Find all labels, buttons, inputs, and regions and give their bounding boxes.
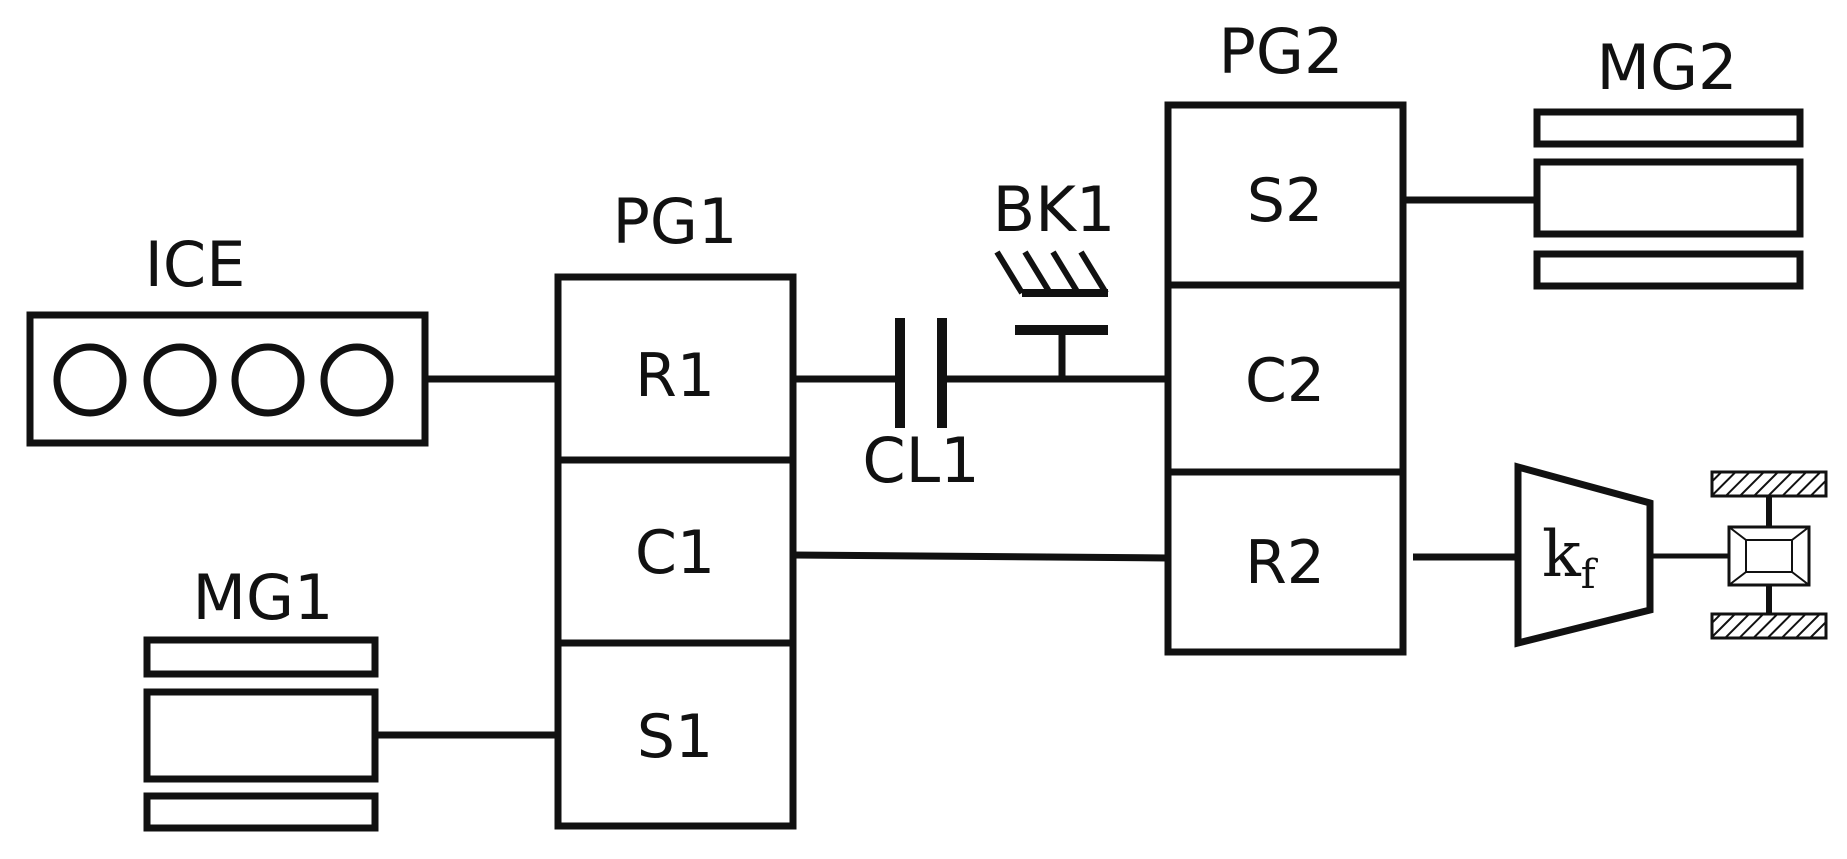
cl1-label: CL1: [862, 424, 979, 497]
s2-label: S2: [1247, 166, 1323, 236]
pg1-label: PG1: [613, 185, 738, 258]
r2-label: R2: [1245, 528, 1325, 598]
c1-label: C1: [635, 518, 715, 588]
wheel-axle-icon: [1710, 470, 1828, 640]
pg2-r2-box: [1164, 468, 1407, 656]
ice-label: ICE: [145, 228, 246, 301]
s1-label: S1: [637, 702, 713, 772]
kf-label: kf: [1542, 518, 1599, 598]
c1-r2-shaft: [792, 551, 1169, 562]
mg1-motor: [143, 636, 379, 832]
ice-engine: [26, 311, 429, 447]
r1-label: R1: [635, 341, 715, 411]
mg2-motor: [1533, 108, 1804, 290]
final-drive-kf: [1514, 462, 1654, 648]
mg2-label: MG2: [1597, 31, 1738, 104]
mg1-label: MG1: [193, 561, 334, 634]
bk1-label: BK1: [993, 173, 1116, 246]
cl1-clutch: [895, 318, 947, 428]
pg2-gearset: [1164, 101, 1407, 656]
pg2-label: PG2: [1219, 15, 1344, 88]
bk1-brake: [994, 250, 1109, 379]
c2-label: C2: [1245, 346, 1325, 416]
